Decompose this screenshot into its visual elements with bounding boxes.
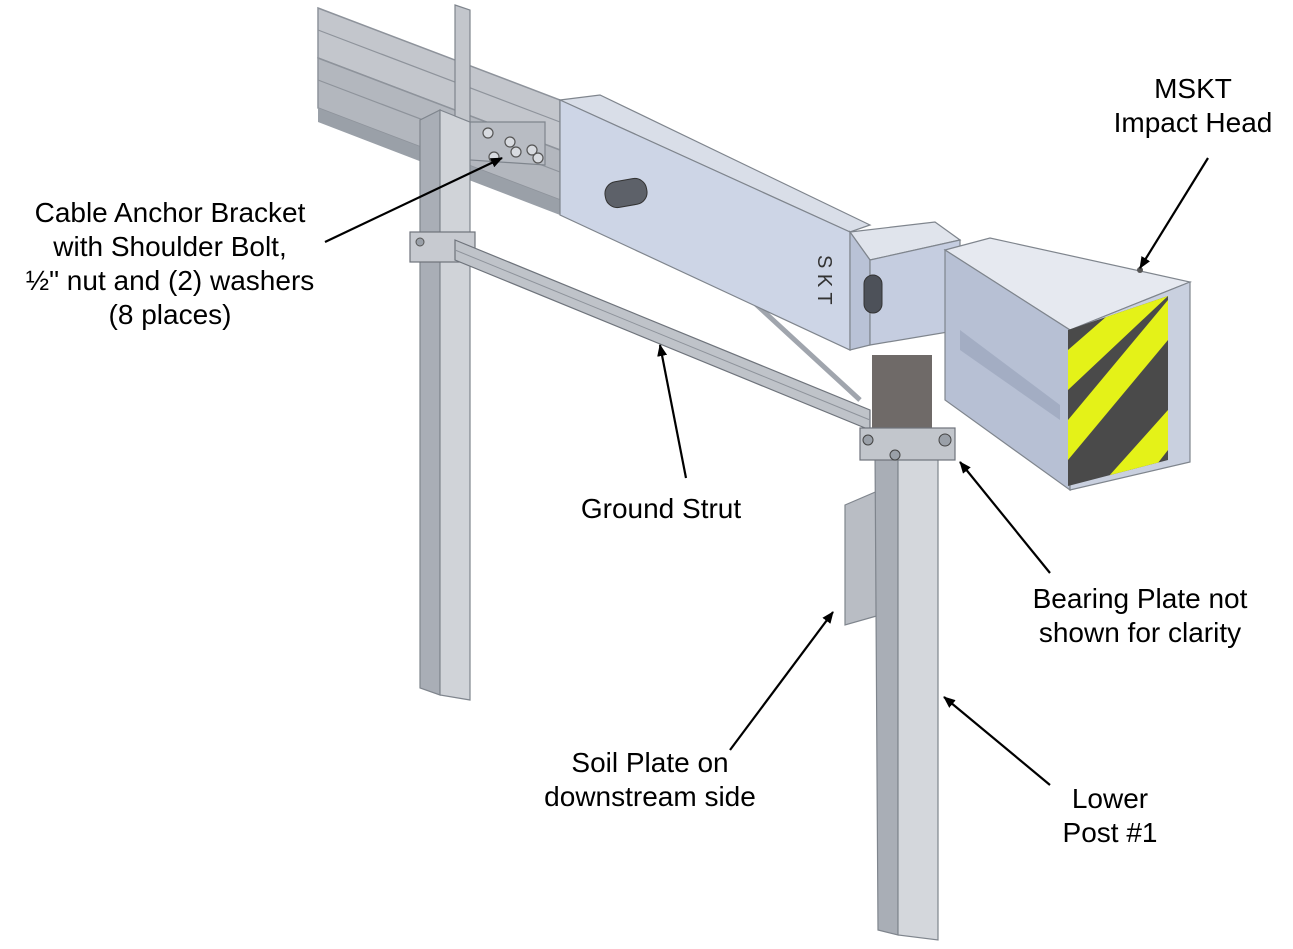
- label-lower-post-line2: Post #1: [1062, 817, 1158, 848]
- cable-anchor-bracket: [469, 121, 546, 166]
- label-cable-anchor-line1: Cable Anchor Bracket: [34, 197, 306, 228]
- soil-plate: [844, 489, 881, 626]
- arrow-cable-anchor: [324, 157, 503, 243]
- label-lower-post: Lower Post #1: [1040, 782, 1180, 850]
- label-cable-anchor-line3: ½" nut and (2) washers: [25, 265, 315, 296]
- label-cable-anchor-line4: (8 places): [108, 299, 232, 330]
- skt-stencil: S K T: [813, 255, 835, 305]
- arrow-ground-strut: [657, 344, 688, 479]
- arrow-impact-head: [1139, 157, 1209, 269]
- label-bearing-plate-line2: shown for clarity: [1038, 617, 1242, 648]
- arrow-lower-post: [943, 696, 1051, 786]
- label-cable-anchor-line2: with Shoulder Bolt,: [53, 231, 287, 262]
- label-cable-anchor: Cable Anchor Bracket with Shoulder Bolt,…: [0, 196, 340, 332]
- label-impact-head-line1: MSKT: [1154, 73, 1232, 104]
- impact-head: [943, 237, 1193, 492]
- label-ground-strut-line1: Ground Strut: [580, 493, 742, 524]
- arrow-bearing-plate: [959, 461, 1051, 574]
- label-impact-head-line2: Impact Head: [1113, 107, 1273, 138]
- label-bearing-plate: Bearing Plate not shown for clarity: [1010, 582, 1270, 650]
- arrow-soil-plate: [729, 611, 834, 751]
- feeder-chute: [848, 221, 962, 351]
- lower-post-1: [859, 355, 956, 941]
- label-bearing-plate-line1: Bearing Plate not: [1032, 583, 1248, 614]
- label-ground-strut: Ground Strut: [566, 492, 756, 526]
- label-soil-plate-line1: Soil Plate on: [571, 747, 729, 778]
- label-soil-plate: Soil Plate on downstream side: [520, 746, 780, 814]
- label-lower-post-line1: Lower: [1071, 783, 1149, 814]
- label-impact-head: MSKT Impact Head: [1098, 72, 1288, 140]
- leader-arrows: [324, 157, 1209, 786]
- label-soil-plate-line2: downstream side: [544, 781, 756, 812]
